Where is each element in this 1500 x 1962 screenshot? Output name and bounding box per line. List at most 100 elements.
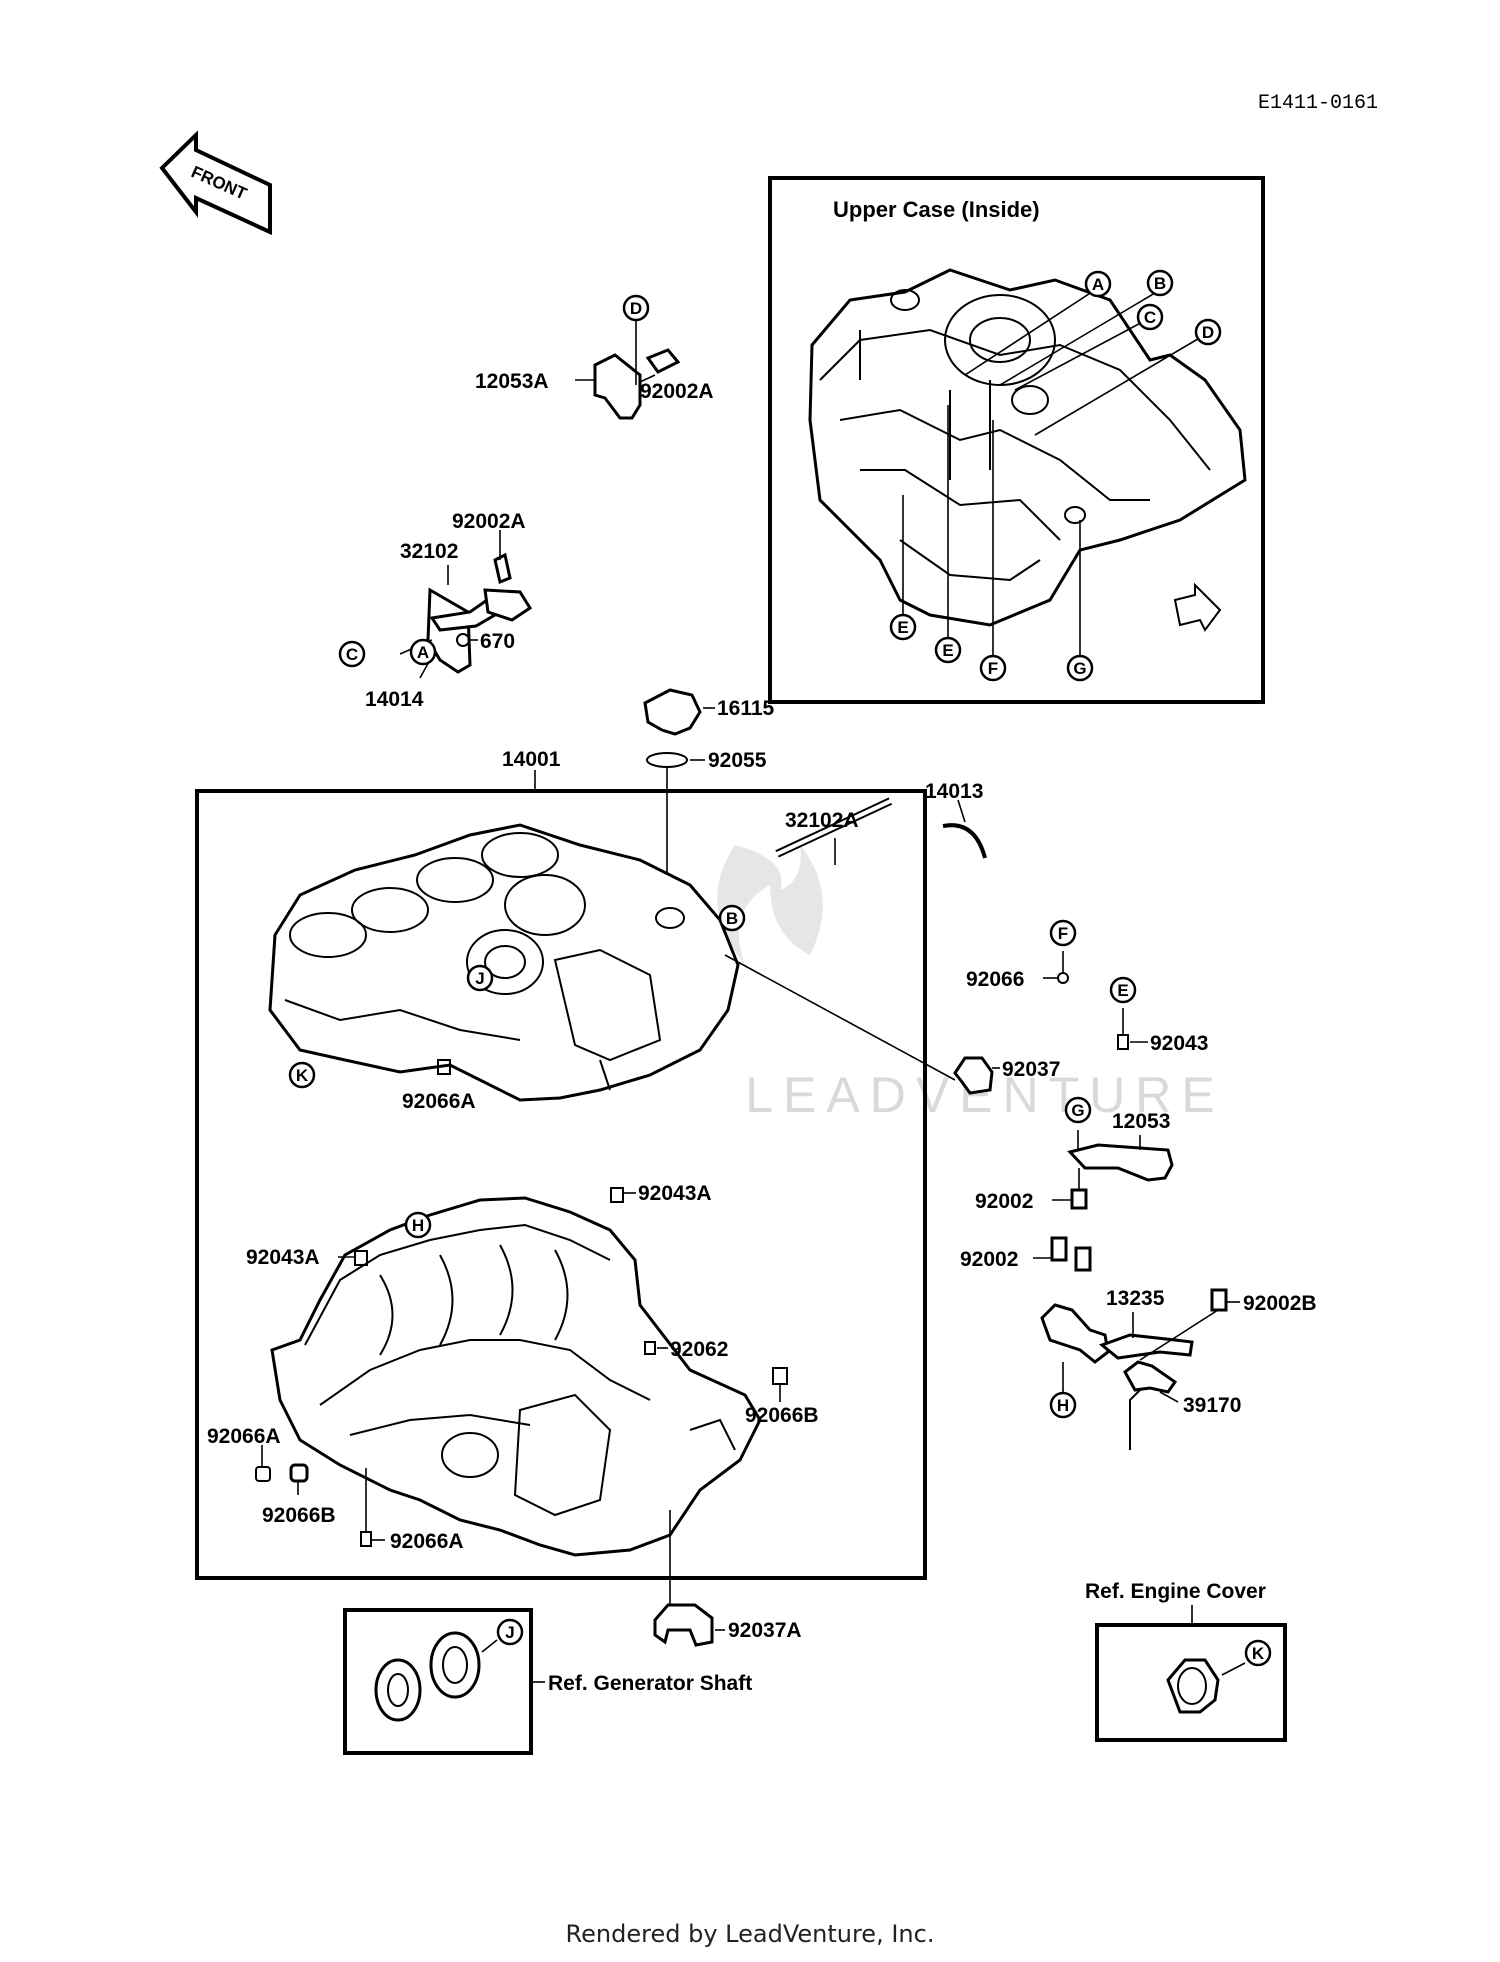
- label-12053A: 12053A: [475, 370, 549, 393]
- label-13235: 13235: [1106, 1287, 1165, 1310]
- bolt-92002B: [1210, 1288, 1228, 1312]
- callout-letter-text: E: [1117, 981, 1128, 1000]
- callout-letter-b: B: [718, 904, 746, 932]
- callout-letter-text: H: [412, 1216, 424, 1235]
- oil-cap-16115: [643, 688, 702, 736]
- label-92043A-right: 92043A: [638, 1182, 712, 1205]
- oring-92055: [646, 752, 688, 768]
- dowel-92066A-bottom: [360, 1531, 372, 1547]
- callout-letter-k: K: [1244, 1639, 1272, 1667]
- lower-crankcase-drawing: [270, 1196, 762, 1557]
- guide-92037A: [653, 1603, 714, 1647]
- dowel-92066A-upper: [437, 1059, 451, 1075]
- callout-letter-text: G: [1071, 1101, 1084, 1120]
- dowel-92066B-right: [772, 1367, 788, 1385]
- dowel-92043A-right: [610, 1187, 624, 1203]
- label-12053: 12053: [1112, 1110, 1170, 1133]
- callout-letter-text: C: [346, 645, 358, 664]
- bolt-92002-a: [1070, 1188, 1088, 1210]
- dowel-92043A-left: [354, 1250, 368, 1266]
- bolt-92002A-mid: [493, 552, 512, 585]
- footer-credit: Rendered by LeadVenture, Inc.: [565, 1920, 935, 1948]
- document-code: E1411-0161: [1258, 92, 1378, 115]
- label-92066: 92066: [966, 968, 1024, 991]
- callout-letter-h: H: [1049, 1391, 1077, 1419]
- pipe-32102A: [775, 797, 890, 853]
- callout-letter-text: D: [630, 299, 642, 318]
- label-92043A-left: 92043A: [246, 1246, 320, 1269]
- label-16115: 16115: [717, 697, 775, 720]
- crankcase-assembly-box-14001: [195, 789, 927, 1580]
- label-92002A-top: 92002A: [640, 380, 714, 403]
- callout-letter-text: D: [1202, 323, 1214, 342]
- watermark-flame-icon: [717, 845, 823, 965]
- switch-39170: [1123, 1360, 1178, 1394]
- callout-letter-text: H: [1057, 1396, 1069, 1415]
- callout-letter-e: E: [889, 613, 917, 641]
- bolt-92002A-top: [645, 348, 681, 374]
- guide-92037: [953, 1056, 994, 1095]
- upper-case-inside-title: Upper Case (Inside): [833, 197, 1040, 222]
- label-92043: 92043: [1150, 1032, 1208, 1055]
- callout-letter-text: G: [1073, 659, 1086, 678]
- callout-letter-text: F: [988, 659, 998, 678]
- upper-case-inside-drawing: [808, 268, 1247, 627]
- callout-letter-a: A: [1084, 270, 1112, 298]
- engine-cover-box: [1095, 1623, 1287, 1742]
- callout-letter-g: G: [1064, 1096, 1092, 1124]
- plate-14014: [426, 587, 472, 674]
- dowel-92066: [1057, 972, 1069, 984]
- label-92062: 92062: [670, 1338, 728, 1361]
- switch-wire-39170: [1129, 1389, 1141, 1450]
- label-92066A-left: 92066A: [207, 1425, 281, 1448]
- callout-letter-c: C: [338, 640, 366, 668]
- callout-letter-c: C: [1136, 303, 1164, 331]
- callout-letter-k: K: [288, 1061, 316, 1089]
- generator-shaft-ref-label: Ref. Generator Shaft: [548, 1672, 752, 1695]
- label-670: 670: [480, 630, 515, 653]
- callout-letter-g: G: [1066, 654, 1094, 682]
- front-arrow-icon: FRONT: [159, 130, 272, 236]
- label-92037: 92037: [1002, 1058, 1060, 1081]
- label-92002A-mid: 92002A: [452, 510, 526, 533]
- half-ring-14013: [942, 823, 987, 859]
- callout-letter-text: B: [1154, 274, 1166, 293]
- dowel-92066B-left: [289, 1463, 309, 1483]
- label-32102: 32102: [400, 540, 458, 563]
- callout-letter-text: B: [726, 909, 738, 928]
- label-14014: 14014: [365, 688, 424, 711]
- callout-letter-text: A: [1092, 275, 1104, 294]
- label-92066B-right: 92066B: [745, 1404, 819, 1427]
- callout-letter-text: F: [1058, 924, 1068, 943]
- callout-letter-text: E: [942, 641, 953, 660]
- bracket-12053: [1067, 1143, 1174, 1182]
- callout-letter-f: F: [979, 654, 1007, 682]
- label-92002B: 92002B: [1243, 1292, 1317, 1315]
- callout-letter-h: H: [404, 1211, 432, 1239]
- callout-letter-f: F: [1049, 919, 1077, 947]
- callout-letter-e: E: [1109, 976, 1137, 1004]
- oil-seal-right: [429, 1631, 481, 1699]
- bracket-12053A: [593, 353, 642, 420]
- label-92066B-left: 92066B: [262, 1504, 336, 1527]
- callout-letter-text: K: [1252, 1644, 1265, 1663]
- label-92002-b: 92002: [960, 1248, 1018, 1271]
- callout-letter-d: D: [622, 294, 650, 322]
- bracket-assembly-13235: [1040, 1303, 1110, 1364]
- label-14001: 14001: [502, 748, 561, 771]
- callout-letter-text: J: [475, 969, 484, 988]
- label-32102A: 32102A: [785, 809, 859, 832]
- label-92066A-bottom: 92066A: [390, 1530, 464, 1553]
- callout-letter-a: A: [409, 638, 437, 666]
- label-92055: 92055: [708, 749, 767, 772]
- oring-670: [456, 633, 470, 647]
- label-14013: 14013: [925, 780, 983, 803]
- dowel-92062: [644, 1341, 656, 1355]
- bolt-92002-b2: [1074, 1246, 1092, 1272]
- dowel-92043: [1117, 1034, 1129, 1050]
- callout-letter-b: B: [1146, 269, 1174, 297]
- label-39170: 39170: [1183, 1394, 1241, 1417]
- callout-letter-j: J: [496, 1618, 524, 1646]
